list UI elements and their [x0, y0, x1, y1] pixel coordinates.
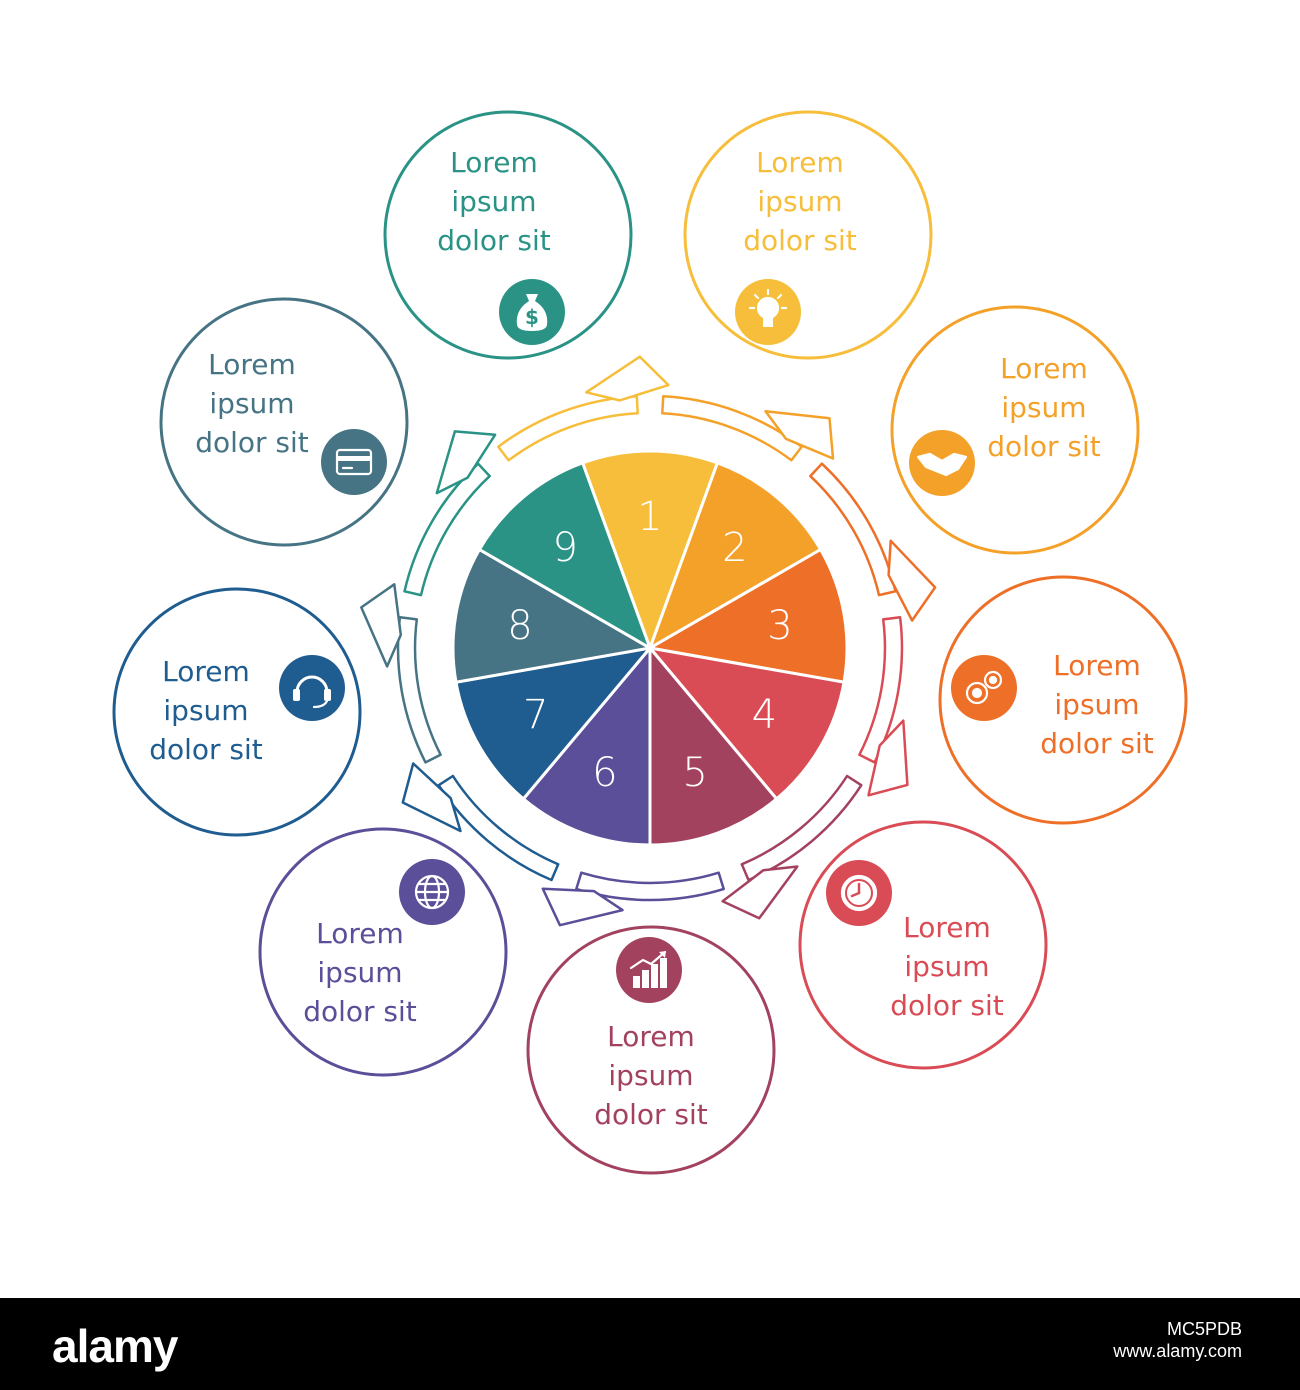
node-text-6-line-3: dolor sit [303, 995, 417, 1028]
node-text-4-line-3: dolor sit [890, 989, 1004, 1022]
ring-arc-9 [403, 462, 491, 597]
credit-card-icon [321, 429, 387, 495]
segment-number-3: 3 [767, 603, 792, 649]
handshake-icon [909, 430, 975, 496]
node-circle-8 [159, 297, 409, 547]
node-text-9-line-2: ipsum [451, 185, 536, 218]
ring-arrow-7 [401, 762, 462, 833]
node-text-4-line-2: ipsum [904, 950, 989, 983]
ring-arc-3 [809, 462, 897, 597]
node-text-2-line-1: Lorem [1000, 352, 1088, 385]
gears-icon [951, 655, 1017, 721]
ring-arc-5 [740, 774, 863, 882]
ring-arrow-3 [887, 539, 937, 622]
node-circle-4 [798, 820, 1048, 1070]
node-text-3-line-1: Lorem [1053, 649, 1141, 682]
ring-arc-7 [437, 774, 560, 882]
node-circle-9 [383, 110, 633, 360]
node-text-4-line-1: Lorem [903, 911, 991, 944]
ring-arc-6 [575, 871, 725, 902]
node-circle-3 [938, 575, 1188, 825]
node-1: Lorem ipsum dolor sit [683, 110, 933, 360]
segment-number-4: 4 [752, 692, 777, 738]
node-text-3-line-2: ipsum [1054, 688, 1139, 721]
segment-number-8: 8 [507, 603, 532, 649]
node-text-8-line-1: Lorem [208, 348, 296, 381]
pie-chart: 1 23 45 67 89 [451, 449, 849, 847]
node-4: Lorem ipsum dolor sit [798, 820, 1048, 1070]
watermark-bar [0, 1298, 1300, 1390]
node-text-9-line-1: Lorem [450, 146, 538, 179]
pie-slice-2 [647, 460, 823, 652]
pie-slice-1 [580, 449, 720, 653]
pie-slice-9 [477, 460, 653, 652]
pie-slice-7 [454, 645, 654, 802]
node-7: Lorem ipsum dolor sit [112, 587, 362, 837]
money-bag-icon: $ [499, 279, 565, 345]
ring-arrow-8 [360, 583, 403, 668]
node-9: Lorem ipsum dolor sit $ [383, 110, 633, 360]
node-text-7-line-3: dolor sit [149, 733, 263, 766]
segment-number-5: 5 [682, 750, 707, 796]
pie-slice-3 [645, 547, 849, 684]
node-circle-5 [526, 925, 776, 1175]
watermark-domain: www.alamy.com [1113, 1341, 1242, 1361]
node-8: Lorem ipsum dolor sit [159, 297, 409, 547]
node-text-2-line-3: dolor sit [987, 430, 1101, 463]
ring-arc-2 [661, 395, 803, 462]
node-5: Lorem ipsum dolor sit [526, 925, 776, 1175]
node-text-8-line-3: dolor sit [195, 426, 309, 459]
node-text-9-line-3: dolor sit [437, 224, 551, 257]
node-2: Lorem ipsum dolor sit [890, 305, 1140, 555]
node-text-5-line-3: dolor sit [594, 1098, 708, 1131]
segment-number-2: 2 [722, 525, 747, 571]
ring-arrow-9 [435, 430, 497, 495]
node-text-6-line-1: Lorem [316, 917, 404, 950]
segment-number-7: 7 [523, 692, 548, 738]
segment-number-6: 6 [592, 750, 617, 796]
node-text-5-line-2: ipsum [608, 1059, 693, 1092]
ring-arrow-6 [541, 887, 624, 927]
clock-icon [826, 860, 892, 926]
watermark-id: MC5PDB www.alamy.com [1113, 1318, 1242, 1362]
watermark-logo: alamy [52, 1320, 178, 1372]
node-text-8-line-2: ipsum [209, 387, 294, 420]
node-text-2-line-2: ipsum [1001, 391, 1086, 424]
node-circle-7 [112, 587, 362, 837]
globe-icon [399, 859, 465, 925]
node-text-1-line-2: ipsum [757, 185, 842, 218]
svg-text:$: $ [525, 305, 539, 329]
node-3: Lorem ipsum dolor sit [938, 575, 1188, 825]
ring-arrow-5 [721, 865, 799, 920]
ring-arc-4 [858, 616, 904, 764]
node-text-3-line-3: dolor sit [1040, 727, 1154, 760]
ring-arrow-4 [867, 719, 909, 797]
node-text-1-line-3: dolor sit [743, 224, 857, 257]
lightbulb-icon [735, 279, 801, 345]
node-text-5-line-1: Lorem [607, 1020, 695, 1053]
ring-arc-1 [497, 395, 639, 462]
pie-slice-5 [648, 643, 779, 847]
growth-chart-icon [616, 937, 682, 1003]
ring-arrow-2 [764, 409, 835, 460]
node-text-1-line-1: Lorem [756, 146, 844, 179]
arrow-ring [360, 355, 937, 927]
pie-slice-6 [521, 643, 652, 847]
headset-icon [279, 655, 345, 721]
pie-slice-8 [451, 547, 655, 684]
ring-arrow-1 [585, 355, 670, 402]
node-text-7-line-1: Lorem [162, 655, 250, 688]
node-text-7-line-2: ipsum [163, 694, 248, 727]
pie-slice-4 [646, 645, 846, 802]
node-6: Lorem ipsum dolor sit [258, 827, 508, 1077]
segment-number-1: 1 [637, 494, 662, 540]
node-text-6-line-2: ipsum [317, 956, 402, 989]
segment-number-9: 9 [552, 525, 577, 571]
node-circle-6 [258, 827, 508, 1077]
watermark-image-id: MC5PDB [1166, 1319, 1242, 1339]
ring-arc-8 [396, 616, 442, 764]
